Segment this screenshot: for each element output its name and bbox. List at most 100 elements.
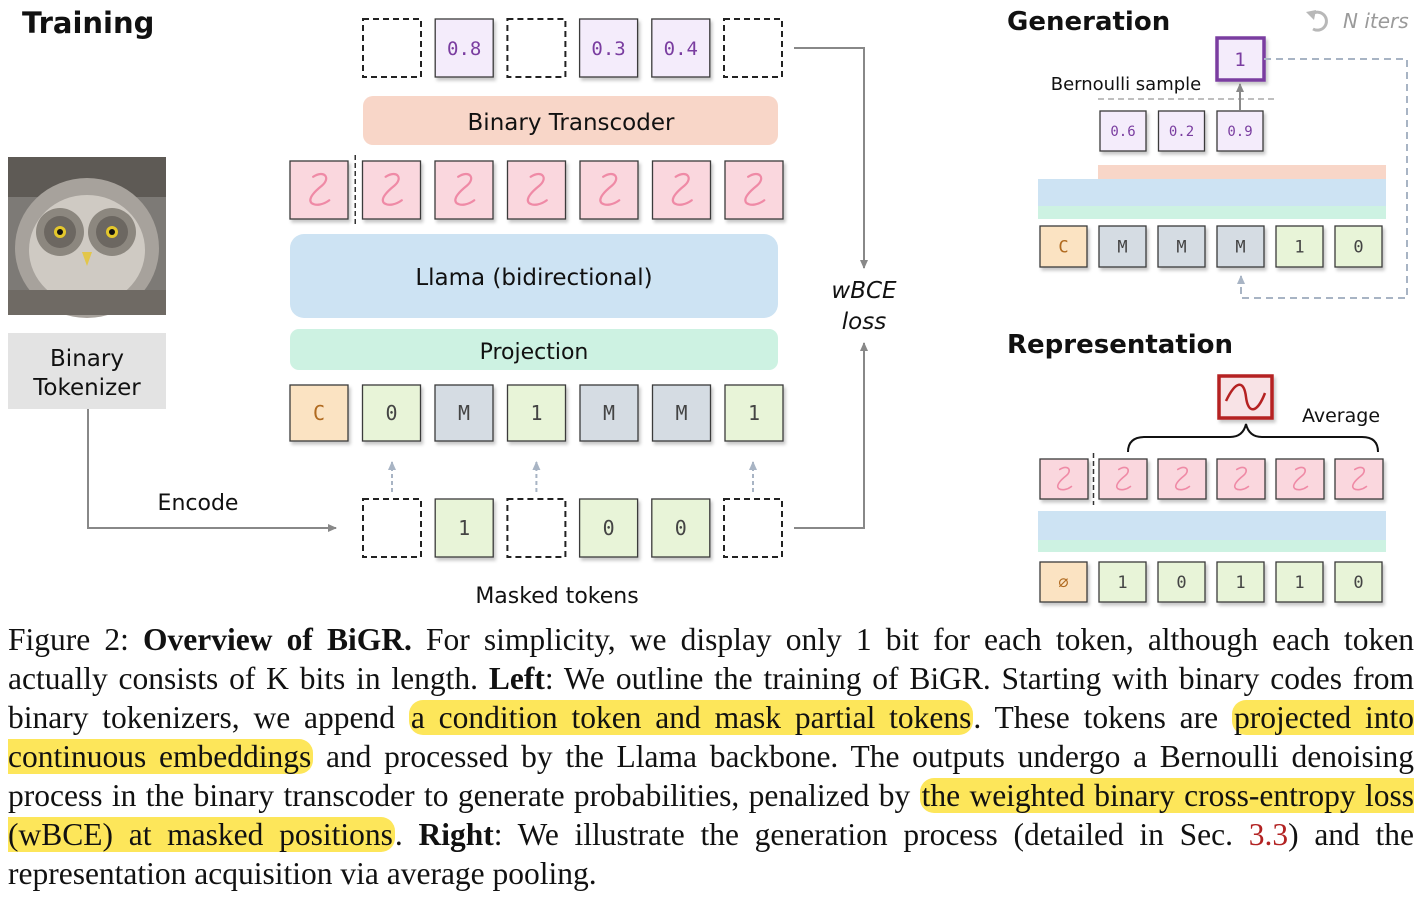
bit-token <box>1157 225 1206 268</box>
caption-text-4: and processed by the Llama backbone. The… <box>8 739 1414 813</box>
loss-arrow-from-masked <box>794 342 868 529</box>
training-title: Training <box>22 6 154 40</box>
bit-token <box>434 384 494 442</box>
bit-token <box>1098 225 1147 268</box>
bit-token <box>289 384 349 442</box>
embedding-token <box>1275 458 1325 500</box>
token-value: 0.8 <box>447 38 481 60</box>
probability-token <box>1099 110 1147 152</box>
caption-text-3: . These tokens are <box>973 700 1232 735</box>
token-value: M <box>1117 238 1127 258</box>
generation-projection-bar <box>1038 206 1386 219</box>
empty-token-slot <box>723 498 783 558</box>
average-brace <box>1127 423 1379 453</box>
bit-token <box>1275 225 1324 268</box>
probability-token <box>578 18 639 78</box>
bit-token <box>1216 225 1265 268</box>
token-value: 0 <box>603 516 615 540</box>
empty-token-slot <box>506 18 567 78</box>
embedding-token <box>1216 458 1266 500</box>
embedding-tokens <box>289 155 784 225</box>
caption-right-label: Right <box>418 817 494 852</box>
encode-arrow <box>87 409 337 532</box>
iteration-loop <box>1237 58 1408 299</box>
bit-token <box>1275 561 1324 603</box>
token-value: M <box>675 401 687 425</box>
bit-token <box>1334 225 1383 268</box>
bit-token <box>1216 561 1265 603</box>
mask-fill-arrows <box>388 461 757 492</box>
bit-token <box>361 384 422 442</box>
caption-section-ref: 3.3 <box>1248 817 1289 852</box>
llama-label: Llama (bidirectional) <box>415 265 652 291</box>
token-value: 0 <box>675 516 687 540</box>
embedding-token <box>1157 458 1207 500</box>
embedding-token <box>506 160 567 220</box>
caption-text-1: For simplicity, we display only 1 bit fo… <box>8 622 1414 696</box>
embedding-token <box>579 160 639 220</box>
owl-image <box>8 157 166 318</box>
representation-projection-bar <box>1038 540 1386 552</box>
token-value: 0 <box>385 401 397 425</box>
embedding-token <box>1334 458 1384 500</box>
bit-token <box>1039 225 1088 268</box>
embedding-token <box>361 160 422 220</box>
sampled-token <box>1215 36 1266 82</box>
token-value: 0 <box>1353 238 1363 258</box>
token-value: 1 <box>1235 573 1245 593</box>
token-value: 1 <box>1294 238 1304 258</box>
embedding-token <box>1039 458 1089 500</box>
masked-tokens-label: Masked tokens <box>475 584 638 609</box>
token-value: 1 <box>1117 573 1127 593</box>
bit-token <box>651 498 711 558</box>
token-value: 0.3 <box>591 38 625 60</box>
embedding-token <box>724 160 784 220</box>
bernoulli-label: Bernoulli sample <box>1051 74 1202 95</box>
loss-label-line2: loss <box>842 309 886 335</box>
token-value: ∅ <box>1058 573 1068 593</box>
empty-token-slot <box>362 18 422 78</box>
caption-text-6: : We illustrate the generation process (… <box>493 817 1249 852</box>
average-label: Average <box>1302 405 1380 427</box>
average-pool-icon <box>1217 374 1274 420</box>
caption-fig-label: Figure 2: <box>8 622 143 657</box>
caption-left-label: Left <box>488 661 545 696</box>
embedding-token <box>434 160 494 220</box>
figure-caption: Figure 2: Overview of BiGR. For simplici… <box>8 620 1414 893</box>
encode-label: Encode <box>158 491 239 516</box>
llama-block <box>290 234 778 318</box>
token-value: M <box>1176 238 1186 258</box>
empty-token-slot <box>723 18 783 78</box>
empty-token-slot <box>506 498 567 558</box>
probability-token <box>1157 110 1206 152</box>
token-value: M <box>603 401 615 425</box>
bit-token <box>1098 561 1147 603</box>
embedding-token <box>1098 458 1148 500</box>
token-value: 1 <box>748 401 760 425</box>
representation-llama-bar <box>1038 511 1386 540</box>
probability-token <box>434 18 494 78</box>
loss-label-line1: wBCE <box>831 278 897 304</box>
bit-token <box>579 384 639 442</box>
caption-text-5: . <box>394 817 419 852</box>
bit-token <box>578 498 639 558</box>
embedding-token <box>651 160 712 220</box>
binary-transcoder-label: Binary Transcoder <box>468 110 675 136</box>
probability-token <box>651 18 711 78</box>
empty-token-slot <box>362 498 422 558</box>
tokenizer-label-line1: Binary <box>50 346 124 372</box>
caption-text-2: : We outline the training of BiGR. Start… <box>8 661 1415 735</box>
token-value: M <box>458 401 470 425</box>
projection-label: Projection <box>480 340 589 365</box>
token-value: 0.6 <box>1110 124 1135 140</box>
token-value: 0 <box>1176 573 1186 593</box>
token-value: 0 <box>1353 573 1363 593</box>
token-value: 0.9 <box>1227 124 1252 140</box>
refresh-icon <box>1306 10 1328 32</box>
